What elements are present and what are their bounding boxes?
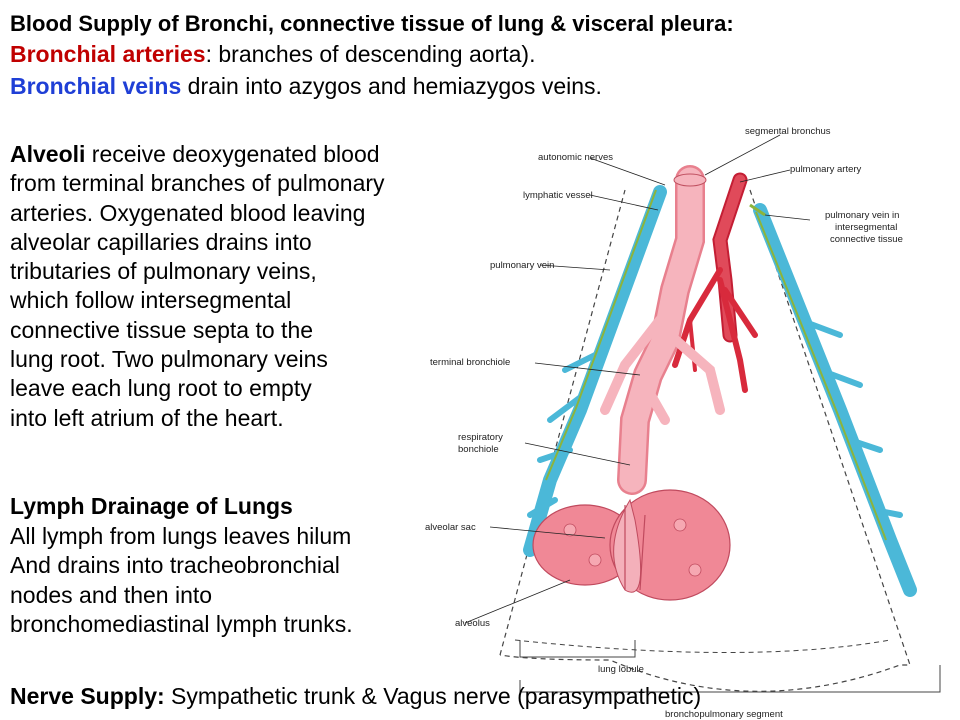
nerve-supply-text: Sympathetic trunk & Vagus nerve (parasym… bbox=[164, 683, 702, 709]
bronchial-arteries-term: Bronchial arteries bbox=[10, 41, 206, 67]
leader-lines bbox=[464, 134, 811, 624]
alveolar-sac-label: alveolar sac bbox=[425, 522, 476, 533]
terminal-bronchiole-label: terminal bronchiole bbox=[430, 357, 510, 368]
lymph-line: nodes and then into bbox=[10, 581, 213, 608]
lobule-inner-boundary bbox=[514, 639, 891, 653]
lung-lobule-diagram: segmental bronchus autonomic nerves pulm… bbox=[425, 126, 941, 720]
right-pulmonary-vein bbox=[749, 203, 917, 597]
segmental-bronchus bbox=[600, 165, 725, 495]
bronchial-veins-line: Bronchial veins drain into azygos and he… bbox=[10, 72, 602, 100]
alveoli-line: alveolar capillaries drains into bbox=[10, 228, 312, 255]
alveoli-line: tributaries of pulmonary veins, bbox=[10, 258, 317, 285]
pulmonary-vein-intersegmental-label-3: connective tissue bbox=[830, 234, 903, 245]
bronchial-veins-term: Bronchial veins bbox=[10, 73, 182, 99]
autonomic-nerves-label: autonomic nerves bbox=[538, 152, 613, 163]
lung-lobule-bracket bbox=[519, 640, 636, 658]
alveoli-line: lung root. Two pulmonary veins bbox=[10, 346, 328, 373]
bronchial-arteries-line: Bronchial arteries: branches of descendi… bbox=[10, 40, 535, 68]
alveolus-label: alveolus bbox=[455, 618, 490, 629]
alveoli-text: receive deoxygenated blood bbox=[85, 141, 380, 167]
lymphatic-vessel-label: lymphatic vessel bbox=[523, 190, 593, 201]
alveoli-line: from terminal branches of pulmonary bbox=[10, 170, 385, 197]
respiratory-bronchiole-label-2: bonchiole bbox=[458, 444, 499, 455]
alveoli-line: into left atrium of the heart. bbox=[10, 404, 284, 431]
alveoli-line-1: Alveoli receive deoxygenated blood bbox=[10, 140, 385, 169]
alveoli-line: which follow intersegmental bbox=[10, 287, 292, 314]
pulmonary-artery-label: pulmonary artery bbox=[790, 164, 862, 175]
alveoli-line: arteries. Oxygenated blood leaving bbox=[10, 199, 366, 226]
pulmonary-vein-intersegmental-label-1: pulmonary vein in bbox=[825, 210, 899, 221]
alveoli-term: Alveoli bbox=[10, 141, 86, 167]
segmental-bronchus-label: segmental bronchus bbox=[745, 126, 831, 137]
page-title: Blood Supply of Bronchi, connective tiss… bbox=[10, 11, 734, 36]
lymph-line: And drains into tracheobronchial bbox=[10, 552, 340, 578]
bronchial-veins-text: drain into azygos and hemiazygos veins. bbox=[181, 73, 602, 99]
alveoli-line: leave each lung root to empty bbox=[10, 375, 312, 402]
pulmonary-vein-label: pulmonary vein bbox=[490, 260, 554, 271]
alveolar-sac bbox=[532, 489, 731, 601]
respiratory-bronchiole-label-1: respiratory bbox=[458, 432, 503, 443]
nerve-supply-term: Nerve Supply: bbox=[10, 683, 165, 709]
lymph-line: bronchomediastinal lymph trunks. bbox=[10, 611, 353, 637]
left-pulmonary-vein bbox=[523, 185, 667, 557]
bronchial-arteries-text: : branches of descending aorta). bbox=[205, 41, 536, 67]
nerve-supply-line: Nerve Supply: Sympathetic trunk & Vagus … bbox=[10, 682, 701, 710]
bronchopulmonary-bracket bbox=[519, 665, 941, 693]
lung-lobule-label: lung lobule bbox=[598, 664, 644, 675]
alveoli-paragraph: Alveoli receive deoxygenated blood from … bbox=[10, 140, 385, 433]
pulmonary-vein-intersegmental-label-2: intersegmental bbox=[835, 222, 897, 233]
bronchopulmonary-segment-label: bronchopulmonary segment bbox=[665, 709, 783, 720]
alveoli-line: connective tissue septa to the bbox=[10, 316, 314, 343]
lymph-line: All lymph from lungs leaves hilum bbox=[10, 522, 352, 549]
lymph-paragraph: Lymph Drainage of Lungs All lymph from l… bbox=[10, 492, 353, 640]
lobule-boundary bbox=[499, 189, 911, 692]
lymph-heading: Lymph Drainage of Lungs bbox=[10, 493, 293, 519]
